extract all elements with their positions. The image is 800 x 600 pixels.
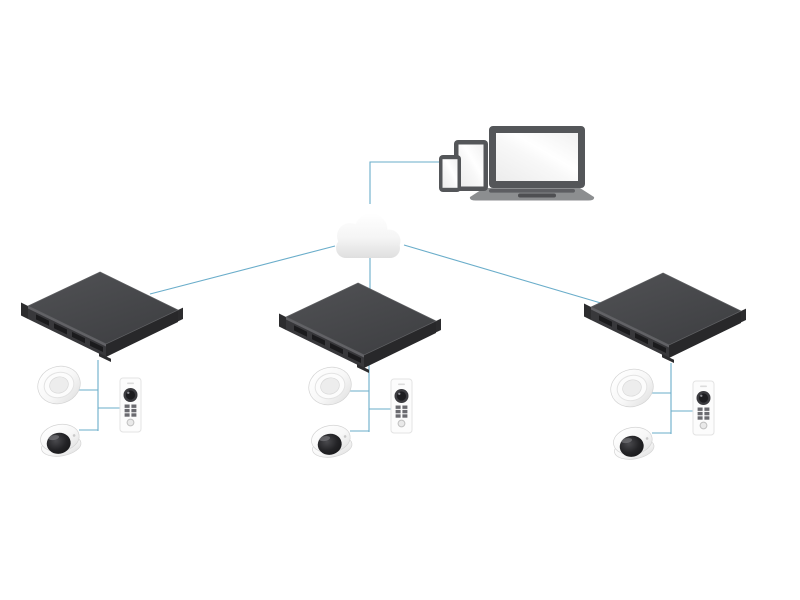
backbone-connectors [149, 161, 612, 307]
site-cluster-2 [278, 282, 442, 461]
laptop-keyboard-strip [489, 189, 575, 193]
site-cluster-3 [583, 272, 747, 463]
site-2-peripheral-column [303, 360, 413, 461]
connector-cloud-site-1 [149, 245, 336, 295]
smartphone-icon [439, 155, 461, 192]
site-3-peripheral-column [605, 362, 715, 463]
connector-cloud-site-3 [403, 244, 612, 307]
laptop-touchpad-notch [518, 193, 556, 198]
site-3-recorder-icon [583, 272, 747, 364]
site-cluster-1 [20, 271, 184, 460]
laptop-icon [469, 126, 595, 201]
client-devices-icon [439, 126, 595, 201]
smartphone-screen [442, 159, 458, 188]
cloud-base [336, 238, 400, 258]
tablet-icon [454, 140, 488, 191]
site-1-peripheral-column [32, 359, 142, 460]
site-2-recorder-icon [278, 282, 442, 374]
site-1-recorder-icon [20, 271, 184, 363]
laptop-screen [496, 133, 578, 181]
connector-cloud-clients [369, 161, 440, 204]
tablet-screen [458, 144, 484, 187]
cloud-icon [336, 213, 401, 258]
